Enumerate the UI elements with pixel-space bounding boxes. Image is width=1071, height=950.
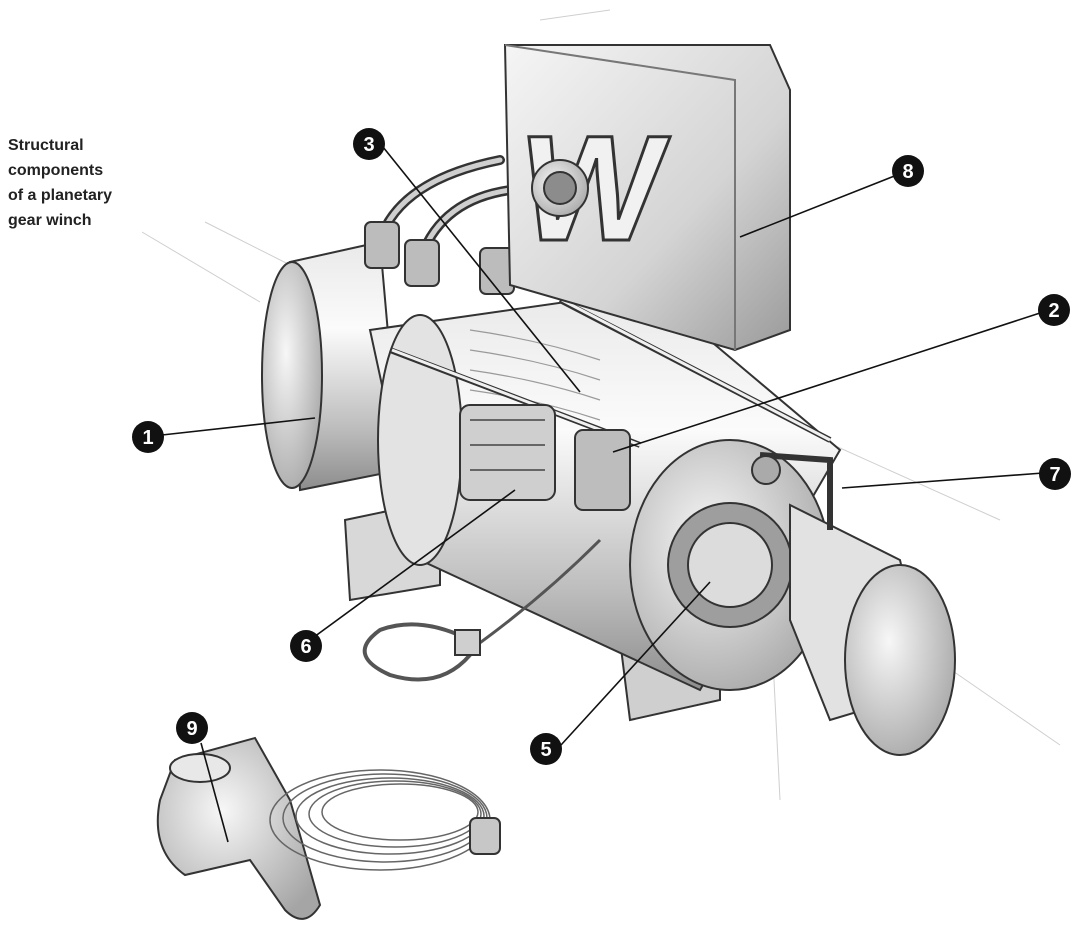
leader-9 bbox=[200, 742, 229, 843]
remote-control bbox=[156, 736, 501, 920]
callout-7: 7 bbox=[1039, 458, 1071, 490]
leader-7 bbox=[841, 472, 1044, 489]
callout-6-number: 6 bbox=[300, 636, 311, 658]
gearbox-end bbox=[629, 439, 956, 756]
leader-6 bbox=[313, 489, 516, 638]
callout-3-number: 3 bbox=[363, 134, 374, 156]
leader-lines bbox=[161, 146, 1044, 843]
logo-letter: W bbox=[510, 105, 676, 272]
caption-line-4: gear winch bbox=[8, 212, 92, 229]
callout-2-number: 2 bbox=[1048, 300, 1059, 322]
callout-5-number: 5 bbox=[540, 739, 551, 761]
callout-8-number: 8 bbox=[902, 161, 913, 183]
callout-5: 5 bbox=[530, 733, 562, 765]
leader-1 bbox=[161, 417, 316, 436]
caption-line-1: Structural bbox=[8, 137, 84, 154]
control-box: W bbox=[503, 44, 791, 352]
power-cables bbox=[364, 155, 515, 295]
callout-1: 1 bbox=[132, 421, 164, 453]
caption-line-2: components bbox=[8, 162, 104, 179]
callout-1-number: 1 bbox=[142, 427, 153, 449]
callout-7-number: 7 bbox=[1049, 464, 1060, 486]
callout-9-number: 9 bbox=[186, 718, 197, 740]
inner-gear-set bbox=[459, 404, 631, 511]
leader-8 bbox=[739, 174, 898, 238]
diagram-caption: Structural components of a planetary gea… bbox=[8, 133, 148, 233]
wire-rope-loop bbox=[362, 538, 602, 682]
leader-3 bbox=[382, 146, 581, 393]
callout-3: 3 bbox=[353, 128, 385, 160]
callout-2: 2 bbox=[1038, 294, 1070, 326]
motor bbox=[261, 240, 402, 492]
callout-6: 6 bbox=[290, 630, 322, 662]
callout-8: 8 bbox=[892, 155, 924, 187]
leader-2 bbox=[612, 312, 1041, 453]
callout-9: 9 bbox=[176, 712, 208, 744]
leader-5 bbox=[560, 581, 711, 746]
caption-line-3: of a planetary bbox=[8, 187, 113, 204]
